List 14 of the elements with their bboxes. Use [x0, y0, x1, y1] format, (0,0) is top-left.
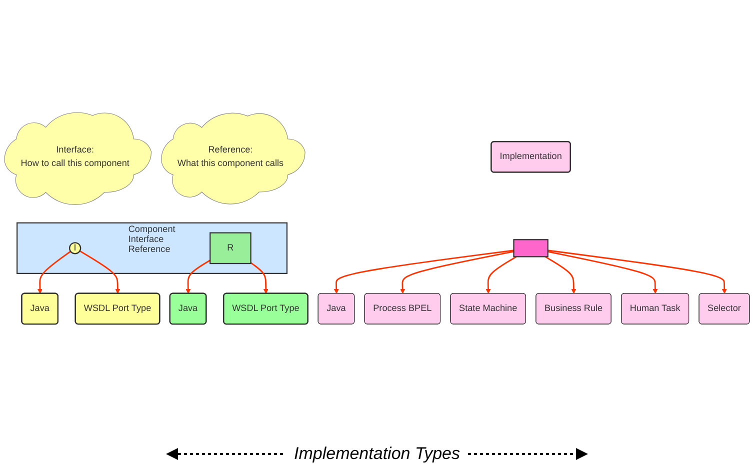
- arrow: [544, 256, 576, 294]
- arrow: [548, 249, 727, 294]
- arrow: [250, 262, 268, 294]
- arrow: [334, 249, 514, 294]
- node-box: R: [210, 232, 252, 264]
- arrow: [79, 250, 120, 294]
- arrow: [548, 250, 658, 294]
- axis-label: Implementation Types: [294, 444, 460, 464]
- arrow: [186, 259, 210, 294]
- arrow: [400, 250, 514, 294]
- arrow: [486, 256, 517, 294]
- arrow: [37, 250, 71, 294]
- node-box: [513, 238, 548, 257]
- node-circle: I: [68, 242, 82, 254]
